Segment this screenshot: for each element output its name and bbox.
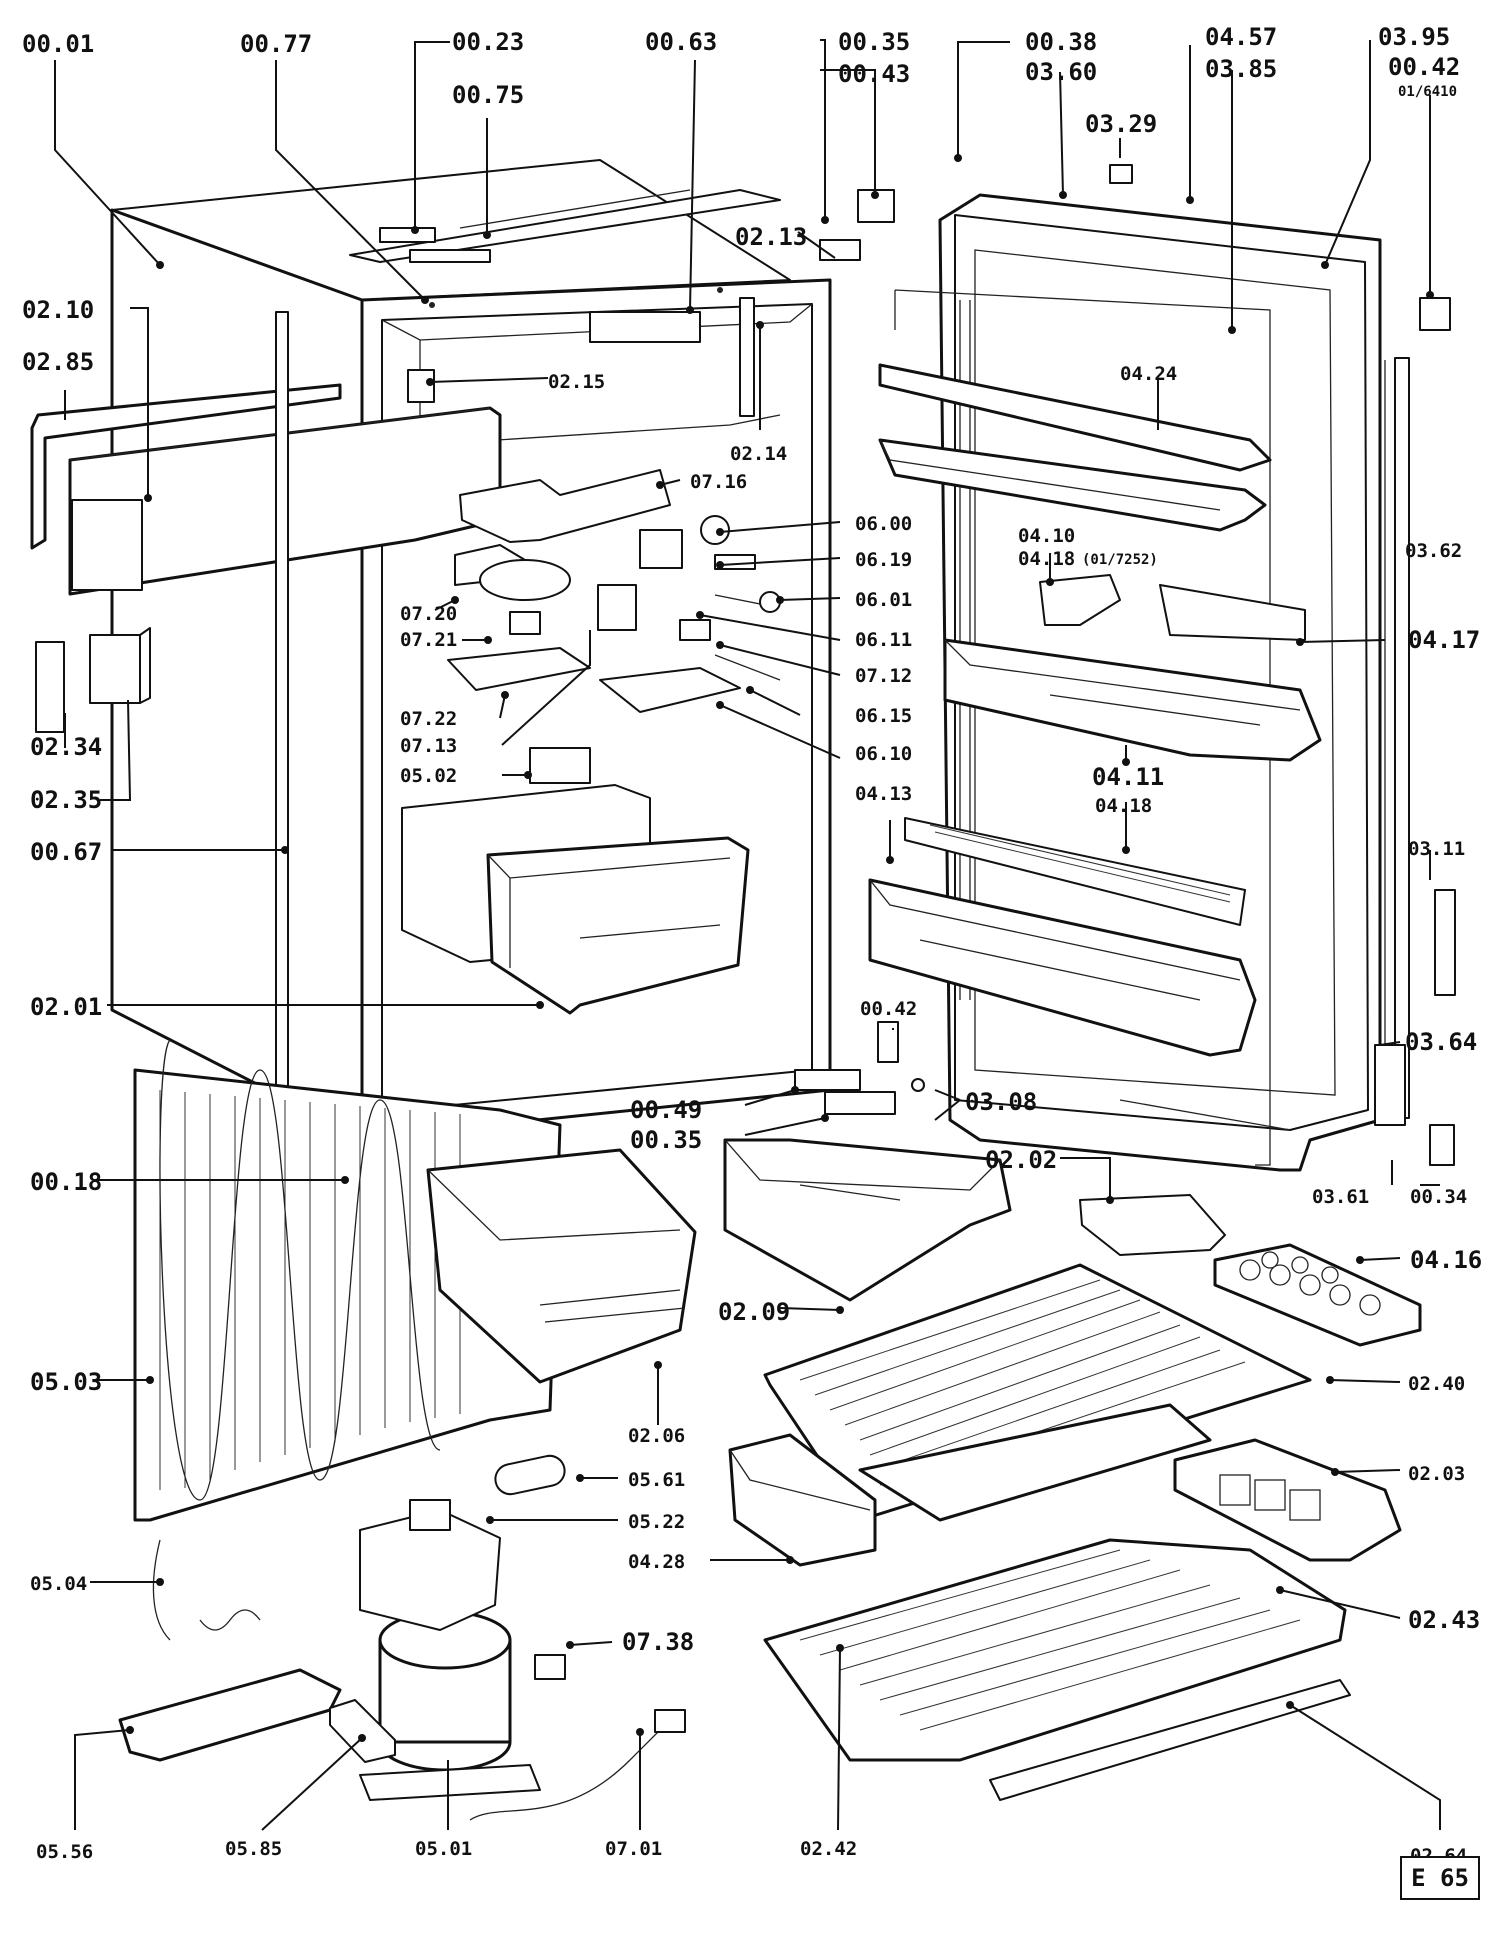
part-label: 06.01	[855, 589, 912, 611]
part-label: 00.34	[1410, 1186, 1467, 1208]
part-label: 04.24	[1120, 363, 1177, 385]
part-label: 00.35	[630, 1126, 702, 1154]
part-label: 03.60	[1025, 58, 1097, 86]
part-label: 02.34	[30, 733, 102, 761]
part-label: 04.17	[1408, 626, 1480, 654]
part-label: 00.18	[30, 1168, 102, 1196]
part-label: 06.11	[855, 629, 912, 651]
part-label: 06.19	[855, 549, 912, 571]
part-label: 02.14	[730, 443, 787, 465]
part-label: 07.12	[855, 665, 912, 687]
bottle-box	[728, 1433, 877, 1567]
part-label: 00.23	[452, 28, 524, 56]
part-label: 06.15	[855, 705, 912, 727]
butter-dish	[723, 1138, 1012, 1302]
ice-cube-tray	[1173, 1438, 1402, 1562]
drain-rod	[275, 311, 289, 1173]
part-label: 04.10	[1018, 525, 1075, 547]
part-label: 02.10	[22, 296, 94, 324]
part-label: 07.13	[400, 735, 457, 757]
part-label: 04.57	[1205, 23, 1277, 51]
part-label: 04.18	[1018, 548, 1075, 570]
part-label: 02.42	[800, 1838, 857, 1860]
light-thermostat-parts	[407, 297, 781, 784]
part-label: 00.67	[30, 838, 102, 866]
compressor	[359, 1454, 686, 1821]
part-label: 04.28	[628, 1551, 685, 1573]
part-label: 05.02	[400, 765, 457, 787]
part-label: 03.85	[1205, 55, 1277, 83]
part-label: (01/7252)	[1082, 552, 1158, 568]
part-label: 03.62	[1405, 540, 1462, 562]
small-tray	[1079, 1194, 1226, 1256]
part-label: 02.06	[628, 1425, 685, 1447]
part-label: 05.61	[628, 1469, 685, 1491]
part-label: 06.10	[855, 743, 912, 765]
part-label: 03.29	[1085, 110, 1157, 138]
leader-dots	[126, 154, 1434, 1742]
part-label: 02.09	[718, 1298, 790, 1326]
cabinet-body	[110, 159, 832, 1140]
part-label: 02.03	[1408, 1463, 1465, 1485]
part-label: 07.22	[400, 708, 457, 730]
shelf-divider	[858, 1403, 1212, 1522]
part-label: 01/6410	[1398, 84, 1457, 100]
part-label: 00.75	[452, 81, 524, 109]
part-label: 07.16	[690, 471, 747, 493]
part-label: 03.08	[965, 1088, 1037, 1116]
part-label: 04.13	[855, 783, 912, 805]
part-label: 00.63	[645, 28, 717, 56]
egg-tray	[1213, 1243, 1422, 1347]
part-label: 00.49	[630, 1096, 702, 1124]
part-label: 07.38	[622, 1628, 694, 1656]
part-label: 00.38	[1025, 28, 1097, 56]
part-label: 00.77	[240, 30, 312, 58]
part-label: 03.95	[1378, 23, 1450, 51]
crisper-inside	[486, 836, 750, 1015]
crisper-drawer	[426, 1148, 697, 1384]
page-tag: E 65	[1400, 1856, 1480, 1900]
part-label: 04.11	[1092, 763, 1164, 791]
part-label: 00.35	[838, 28, 910, 56]
part-label: 02.02	[985, 1146, 1057, 1174]
part-label: 02.13	[735, 223, 807, 251]
part-label: 05.85	[225, 1838, 282, 1860]
left-small-parts	[35, 627, 151, 733]
part-label: 04.16	[1410, 1246, 1482, 1274]
part-label: 05.56	[36, 1841, 93, 1863]
door-shelves	[868, 363, 1322, 1057]
part-label: 03.11	[1408, 838, 1465, 860]
part-label: 05.03	[30, 1368, 102, 1396]
part-label: 03.64	[1405, 1028, 1477, 1056]
part-label: 00.42	[1388, 53, 1460, 81]
part-label: 05.01	[415, 1838, 472, 1860]
part-label: 04.18	[1095, 795, 1152, 817]
part-label: 03.61	[1312, 1186, 1369, 1208]
part-labels: 00.01 00.77 00.23 00.75 00.63 00.35 00.4…	[22, 23, 1482, 1867]
part-label: 00.01	[22, 30, 94, 58]
part-label: 06.00	[855, 513, 912, 535]
condenser-grille	[159, 1090, 461, 1490]
part-label: 07.20	[400, 603, 457, 625]
part-label: 07.21	[400, 629, 457, 651]
part-label: 02.40	[1408, 1373, 1465, 1395]
base-brackets	[118, 1668, 396, 1763]
part-label: 02.35	[30, 786, 102, 814]
part-label: 05.04	[30, 1573, 87, 1595]
part-label: 05.22	[628, 1511, 685, 1533]
shelf-lower	[763, 1538, 1351, 1801]
part-label: 02.01	[30, 993, 102, 1021]
part-label: 02.43	[1408, 1606, 1480, 1634]
leader-lines	[54, 39, 1441, 1831]
part-label: 07.01	[605, 1838, 662, 1860]
part-label: 02.85	[22, 348, 94, 376]
door-hardware	[794, 164, 1456, 1166]
part-label: 00.43	[838, 60, 910, 88]
part-label: 02.15	[548, 371, 605, 393]
part-label: 00.42	[860, 998, 917, 1020]
